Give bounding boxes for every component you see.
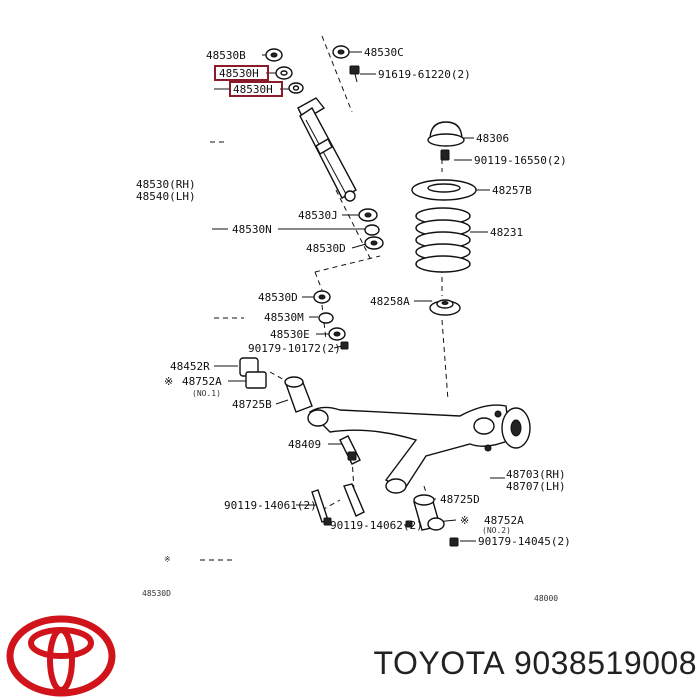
label-48752A-1: 48752A <box>182 375 222 388</box>
part-48258A-lower-insulator <box>429 299 461 316</box>
part-90179-nut-upper <box>340 341 349 350</box>
label-48306: 48306 <box>476 132 509 145</box>
label-star-3: ※ <box>164 555 171 564</box>
label-note-2: (NO.2) <box>482 526 511 535</box>
label-48409: 48409 <box>288 438 321 451</box>
label-90119-14061: 90119-14061(2) <box>224 499 317 512</box>
label-48258A: 48258A <box>370 295 410 308</box>
label-48530M: 48530M <box>264 311 304 324</box>
part-48452R-bracket <box>239 357 267 389</box>
part-48409-lower-arm <box>307 404 531 494</box>
part-48530C <box>332 45 350 59</box>
label-48707-LH: 48707(LH) <box>506 480 566 493</box>
label-91619: 91619-61220(2) <box>378 68 471 81</box>
assembly-guide-lines <box>200 35 449 561</box>
label-90119-14062: 90119-14062(2) <box>330 519 423 532</box>
part-48530D-lower <box>313 290 331 304</box>
part-48530H-washer-1 <box>275 66 293 80</box>
label-48530C: 48530C <box>364 46 404 59</box>
part-48530D-upper <box>364 236 384 250</box>
part-48530M <box>318 312 334 324</box>
part-90179-nut-lower <box>449 537 459 547</box>
part-48530-shock-absorber <box>297 97 357 202</box>
part-48725B-bushing <box>284 376 313 413</box>
part-48530E <box>328 327 346 341</box>
label-48725B: 48725B <box>232 398 272 411</box>
part-number: 9038519008 <box>514 645 697 681</box>
label-48540-LH: 48540(LH) <box>136 190 196 203</box>
brand-name: TOYOTA <box>373 645 506 681</box>
label-footer-left: 48530D <box>142 589 171 598</box>
label-48530H-1: 48530H <box>219 67 259 80</box>
part-bolt-48409 <box>339 435 361 465</box>
label-48530E: 48530E <box>270 328 310 341</box>
toyota-logo-icon <box>6 615 116 697</box>
part-48530J <box>358 208 378 222</box>
label-48231: 48231 <box>490 226 523 239</box>
label-48452R: 48452R <box>170 360 210 373</box>
part-90119-14061-bolt <box>311 489 332 526</box>
part-48306-bump-stop <box>427 121 465 161</box>
part-48257B-spring-insulator <box>411 179 477 201</box>
label-90119-16550: 90119-16550(2) <box>474 154 567 167</box>
label-48530B: 48530B <box>206 49 246 62</box>
leader-lines <box>212 51 505 542</box>
label-48530N: 48530N <box>232 223 272 236</box>
label-footer-right: 48000 <box>534 594 558 603</box>
callout-labels: 48530B 48530H 48530H 48530C 91619-61220(… <box>136 46 571 603</box>
part-48752A-lower <box>427 517 445 531</box>
label-48725D: 48725D <box>440 493 480 506</box>
part-90119-14062-bolt <box>343 483 413 528</box>
label-48530J: 48530J <box>298 209 338 222</box>
label-48752A-2: 48752A <box>484 514 524 527</box>
label-star-2: ※ <box>460 514 469 527</box>
label-48530-RH: 48530(RH) <box>136 178 196 191</box>
label-48257B: 48257B <box>492 184 532 197</box>
label-note-1: (NO.1) <box>192 389 221 398</box>
part-91619-bolt <box>349 65 360 83</box>
part-caption: TOYOTA 9038519008 <box>312 645 697 682</box>
label-48530D-1: 48530D <box>306 242 346 255</box>
part-48530H-washer-2 <box>288 82 304 94</box>
label-48703-RH: 48703(RH) <box>506 468 566 481</box>
part-48231-coil-spring <box>415 207 471 273</box>
highlight-box-48530H-lower <box>229 81 283 97</box>
label-48530H-2: 48530H <box>233 83 273 96</box>
label-48530D-2: 48530D <box>258 291 298 304</box>
label-star-1: ※ <box>164 375 173 388</box>
part-48530N <box>364 224 380 236</box>
highlight-box-48530H-upper <box>214 65 269 81</box>
label-90179-10172: 90179-10172(2) <box>248 342 341 355</box>
part-48530B <box>265 48 283 62</box>
label-90179-14045: 90179-14045(2) <box>478 535 571 548</box>
